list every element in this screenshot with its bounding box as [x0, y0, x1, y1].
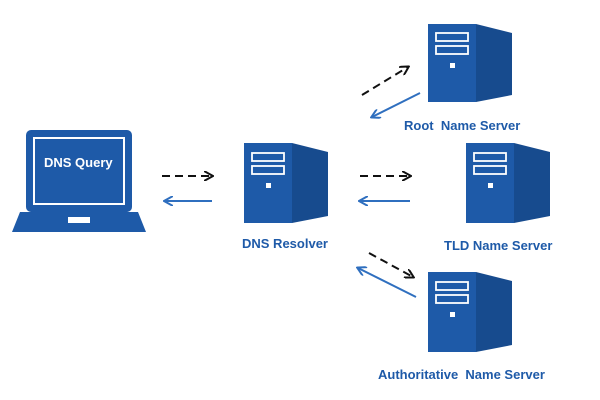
- tld-server-label: TLD Name Server: [444, 238, 553, 253]
- resolver-server-icon: [244, 143, 328, 223]
- root-server-icon: [428, 24, 512, 102]
- authoritative-server-icon: [428, 272, 512, 352]
- root-server-label: Root Name Server: [404, 118, 521, 133]
- authoritative-server-label: Authoritative Name Server: [378, 367, 545, 382]
- tld-server-icon: [466, 143, 550, 223]
- response-arrow-root-to-resolver: [372, 92, 421, 117]
- query-arrow-resolver-to-root: [361, 67, 408, 96]
- laptop-icon: [12, 130, 146, 232]
- resolver-label: DNS Resolver: [242, 236, 328, 251]
- query-arrow-resolver-to-authoritative: [368, 252, 413, 277]
- client-label: DNS Query: [44, 155, 113, 170]
- response-arrow-authoritative-to-resolver: [358, 268, 417, 298]
